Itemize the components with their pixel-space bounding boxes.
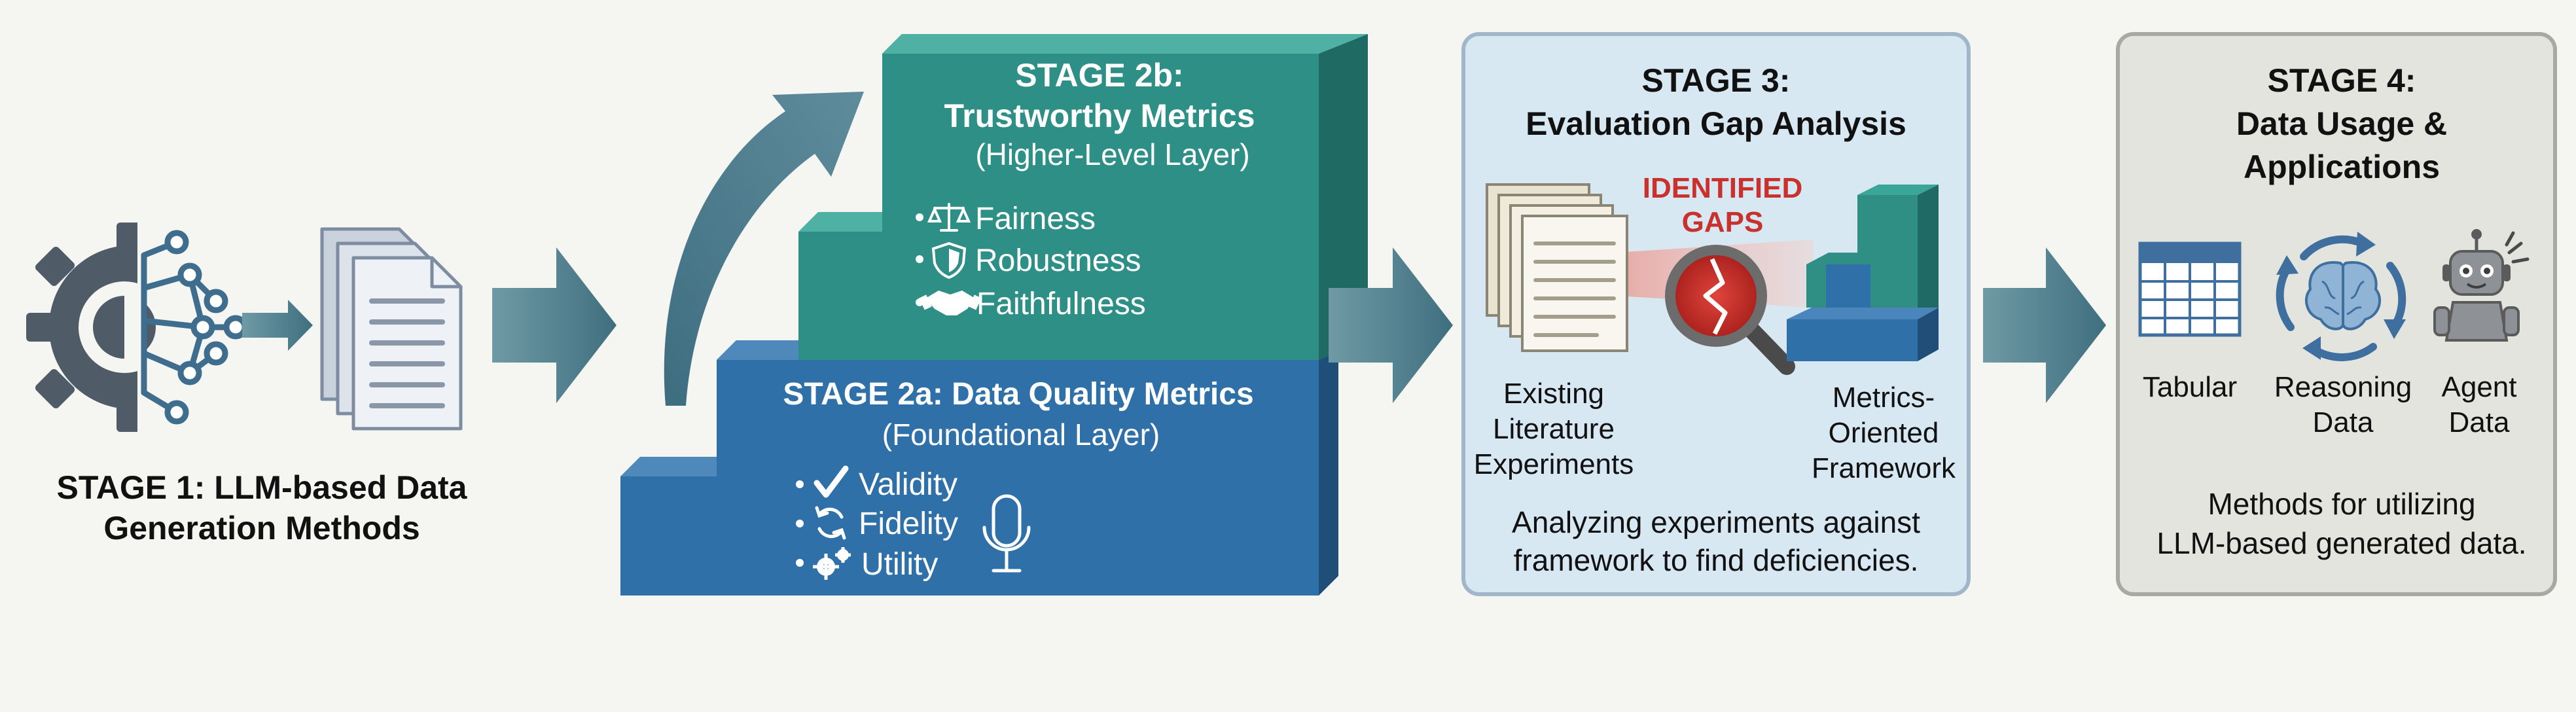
gear-brain-network-icon [26,216,248,438]
stage2a-title: STAGE 2a: Data Quality Metrics [783,377,1253,412]
stage1-small-arrow [242,300,313,351]
literature-documents-icon [1486,183,1628,352]
brain-cycle-icon [2276,232,2406,361]
table-icon [2138,241,2242,337]
stage4-item-label-reasoning-1: Reasoning [2274,371,2412,403]
stage3-footer-1: Analyzing experiments against [1512,505,1920,539]
framework-blocks-icon [1787,185,1939,361]
stage2b-title: STAGE 2b: [1015,57,1183,94]
stage1: STAGE 1: LLM-based Data Generation Metho… [26,216,468,546]
handshake-icon [919,291,982,315]
robot-icon [2433,229,2530,342]
shield-icon [931,241,967,279]
stage2a-layer: (Foundational Layer) [882,418,1160,452]
scales-icon [927,203,971,232]
stage2b-item-label: Fairness [975,202,1096,236]
gap-label-line2: GAPS [1682,206,1764,238]
stage2b-subtitle: Trustworthy Metrics [944,98,1255,134]
stage2b-item-label: Faithfulness [976,287,1146,321]
stage2b-item-label: Robustness [975,243,1141,278]
gears-icon [813,547,851,580]
stage1-title-line2: Generation Methods [103,510,420,546]
stage3: STAGE 3: Evaluation Gap Analysis IDENTIF… [1461,32,1971,596]
stage4: STAGE 4: Data Usage & Applications [2116,32,2557,596]
gap-label-line1: IDENTIFIED [1643,172,1802,204]
stage4-item-label-agent-2: Data [2449,406,2510,438]
stage4-item-label-reasoning-2: Data [2313,406,2374,438]
stage1-title-line1: STAGE 1: LLM-based Data [57,469,468,506]
flow-arrow-1 [492,247,617,403]
stage4-subtitle-line2: Applications [2244,149,2440,185]
stage2b-layer: (Higher-Level Layer) [975,137,1249,171]
documents-icon [320,227,463,431]
stage2a-item-fidelity: Fidelity [796,506,958,541]
stage3-title: STAGE 3: [1642,62,1791,99]
stage2b-item-robustness: Robustness [916,241,1141,279]
stage4-title: STAGE 4: [2268,62,2416,99]
stage3-left-label-2: Literature [1493,413,1615,445]
stage4-footer-1: Methods for utilizing [2208,487,2475,521]
stage2b-item-faithfulness: Faithfulness [916,287,1146,321]
magnifier-icon [1665,245,1795,375]
stage3-footer-2: framework to find deficiencies. [1514,543,1919,577]
refresh-icon [815,506,846,540]
stage2b-block [798,34,1368,360]
stage2: STAGE 2b: Trustworthy Metrics (Higher-Le… [620,34,1368,596]
stage3-right-label-1: Metrics- [1833,382,1935,414]
stage3-left-label-1: Existing [1503,378,1604,410]
microphone-icon [982,494,1031,573]
stage4-item-label-agent-1: Agent [2442,371,2517,403]
stage2a-item-label: Fidelity [859,507,958,541]
stage2b-item-fairness: Fairness [916,202,1096,236]
stage3-right-label-2: Oriented [1829,417,1939,449]
growth-arrow [664,92,864,406]
stage2a-item-label: Utility [861,547,938,582]
stage4-footer-2: LLM-based generated data. [2156,526,2526,560]
crack-icon [1703,258,1728,335]
stage2a-item-label: Validity [859,467,957,502]
stage3-left-label-3: Experiments [1474,448,1634,480]
stage2a-item-utility: Utility [796,547,938,582]
stage4-subtitle-line1: Data Usage & [2236,105,2447,142]
flow-arrow-2 [1329,247,1453,403]
stage3-right-label-3: Framework [1812,452,1956,484]
stage2a-item-validity: Validity [796,465,957,502]
flow-arrow-3 [1983,247,2106,403]
stage3-subtitle: Evaluation Gap Analysis [1526,105,1906,142]
stage4-item-label-tabular: Tabular [2143,371,2237,403]
check-icon [814,465,849,498]
